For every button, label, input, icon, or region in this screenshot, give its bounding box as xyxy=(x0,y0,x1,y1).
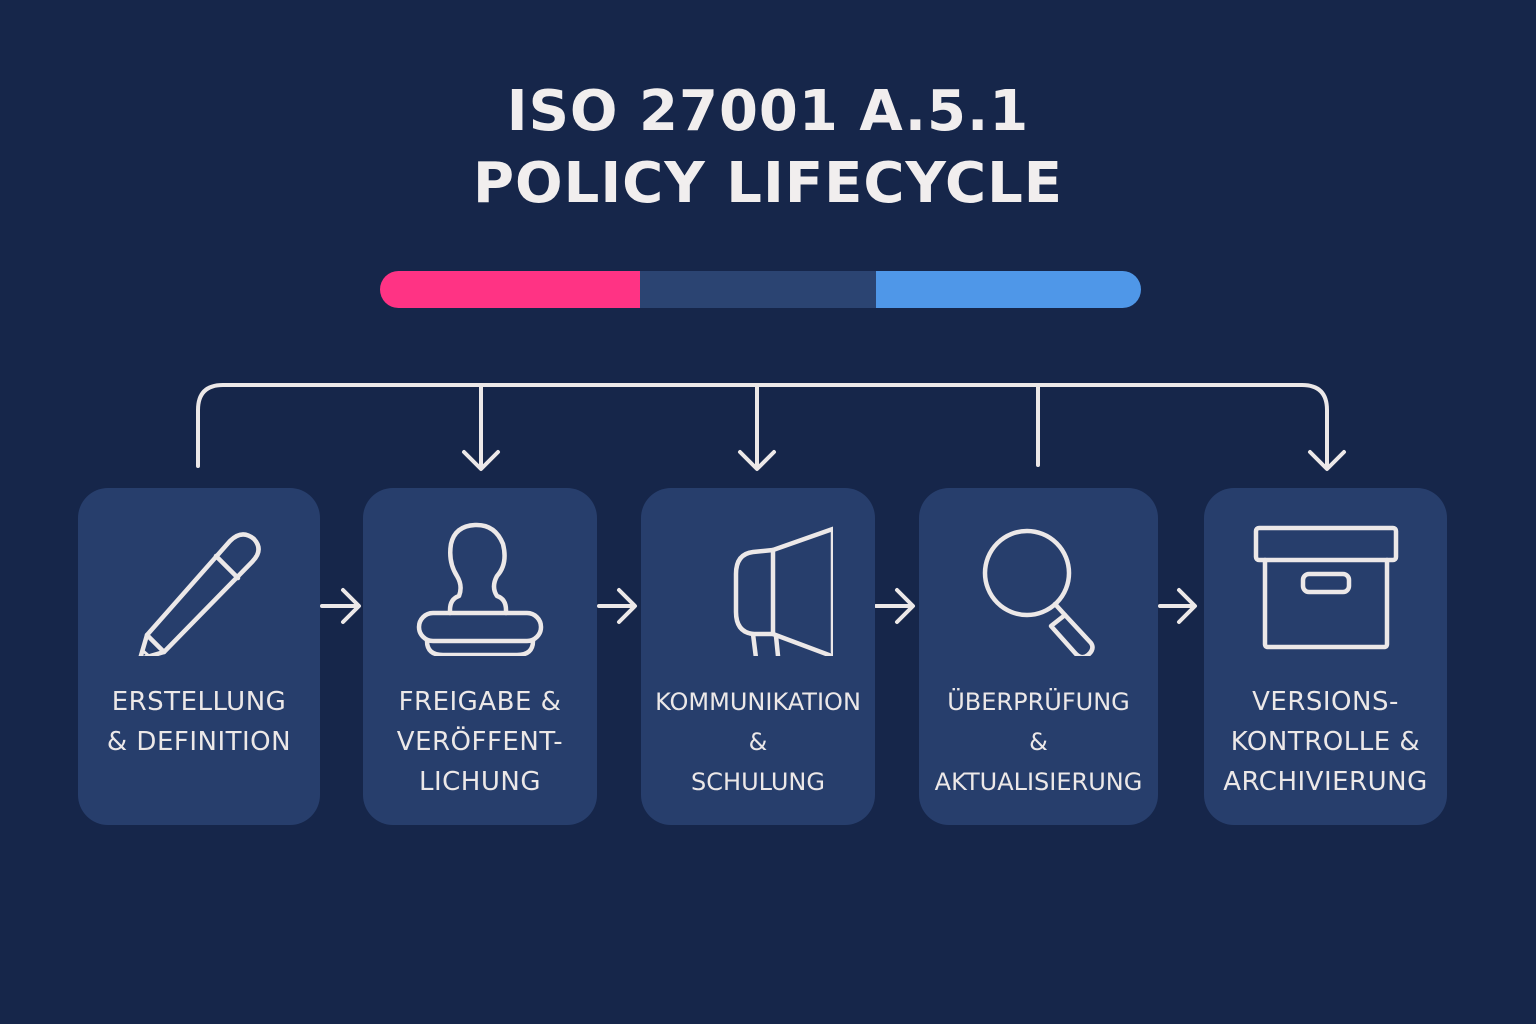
top-loop-line xyxy=(196,383,1329,468)
step-label-line: ÜBERPRÜFUNG xyxy=(947,688,1130,716)
pencil-icon xyxy=(124,516,274,656)
step-label-line: & xyxy=(748,728,768,756)
step-label-line: FREIGABE & xyxy=(398,687,562,717)
arrowhead-down-5 xyxy=(1308,450,1346,471)
flow-arrow-2-3 xyxy=(597,588,637,624)
step-label-line: AKTUALISIERUNG xyxy=(934,768,1143,796)
accent-bar-segment-pink xyxy=(380,271,641,308)
arrowhead-down-2 xyxy=(462,450,500,471)
step-label-line: VERÖFFENT- xyxy=(396,727,564,757)
step-label-line: VERSIONS- xyxy=(1252,687,1399,717)
step-label-line: LICHUNG xyxy=(419,767,541,797)
flow-arrow-3-4 xyxy=(874,588,915,624)
step-label-line: KOMMUNIKATION xyxy=(655,688,861,716)
step-card-approval: FREIGABE & VERÖFFENT- LICHUNG xyxy=(363,488,597,825)
step-label-line: SCHULUNG xyxy=(691,768,825,796)
megaphone-icon xyxy=(683,516,833,656)
step-card-communication: KOMMUNIKATION & SCHULUNG xyxy=(641,488,875,825)
step-card-creation: ERSTELLUNG & DEFINITION xyxy=(78,488,320,825)
step-card-review: ÜBERPRÜFUNG & AKTUALISIERUNG xyxy=(919,488,1158,825)
accent-bar-segment-blue xyxy=(876,271,1141,308)
step-label-creation: ERSTELLUNG & DEFINITION xyxy=(78,682,320,762)
step-card-archiving: VERSIONS- KONTROLLE & ARCHIVIERUNG xyxy=(1204,488,1447,825)
arrowhead-down-3 xyxy=(738,450,776,471)
archive-box-icon xyxy=(1251,516,1401,656)
magnifier-icon xyxy=(964,516,1114,656)
step-label-review: ÜBERPRÜFUNG & AKTUALISIERUNG xyxy=(919,682,1158,802)
step-label-communication: KOMMUNIKATION & SCHULUNG xyxy=(641,682,875,802)
stamp-icon xyxy=(405,516,555,656)
step-label-archiving: VERSIONS- KONTROLLE & ARCHIVIERUNG xyxy=(1204,682,1447,802)
step-label-line: & xyxy=(1029,728,1048,756)
step-label-approval: FREIGABE & VERÖFFENT- LICHUNG xyxy=(363,682,597,802)
flow-arrow-1-2 xyxy=(320,588,361,624)
step-label-line: ERSTELLUNG xyxy=(111,687,287,717)
accent-color-bar xyxy=(380,271,1141,308)
step-label-line: KONTROLLE & xyxy=(1230,727,1421,757)
diagram-title-line-2: POLICY LIFECYCLE xyxy=(472,151,1064,216)
step-label-line: ARCHIVIERUNG xyxy=(1223,767,1428,797)
accent-bar-segment-navy xyxy=(640,271,877,308)
flow-arrow-4-5 xyxy=(1158,588,1197,624)
diagram-title-line-1: ISO 27001 A.5.1 xyxy=(506,79,1030,144)
step-label-line: & DEFINITION xyxy=(106,727,292,757)
